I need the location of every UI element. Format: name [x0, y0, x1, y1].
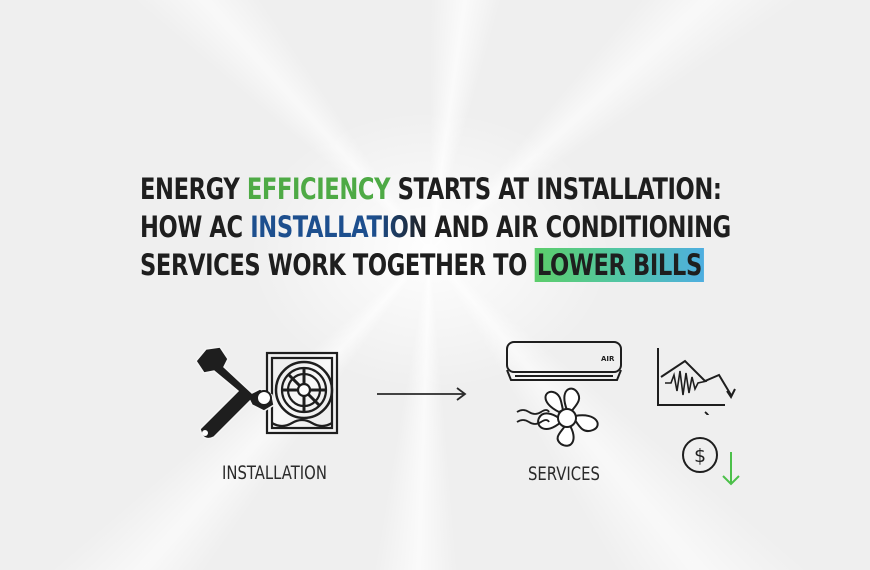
headline-line-1: ENERGY EFFICIENCY STARTS AT INSTALLATION… — [140, 172, 722, 206]
svg-text:AIR: AIR — [601, 355, 615, 363]
headline-line-3: SERVICES WORK TOGETHER TO LOWER BILLS — [140, 246, 731, 284]
headline-line-2: HOW AC INSTALLATION AND AIR CONDITIONING — [140, 210, 731, 244]
declining-chart-icon — [657, 348, 736, 415]
lower-bills-highlight: LOWER BILLS — [534, 248, 705, 282]
ac-unit-fan-icon: AIR — [506, 341, 622, 447]
down-arrow-icon — [722, 452, 740, 486]
installation-word: INSTALLATION — [250, 210, 427, 244]
installation-label: INSTALLATION — [222, 462, 327, 484]
efficiency-word: EFFICIENCY — [246, 172, 391, 206]
arrow-right-icon — [377, 387, 467, 401]
wrench-fan-icon — [195, 346, 339, 440]
dollar-coin-icon: $ — [682, 437, 718, 473]
svg-text:$: $ — [694, 445, 706, 467]
headline: ENERGY EFFICIENCY STARTS AT INSTALLATION… — [140, 170, 731, 284]
services-label: SERVICES — [528, 463, 600, 485]
